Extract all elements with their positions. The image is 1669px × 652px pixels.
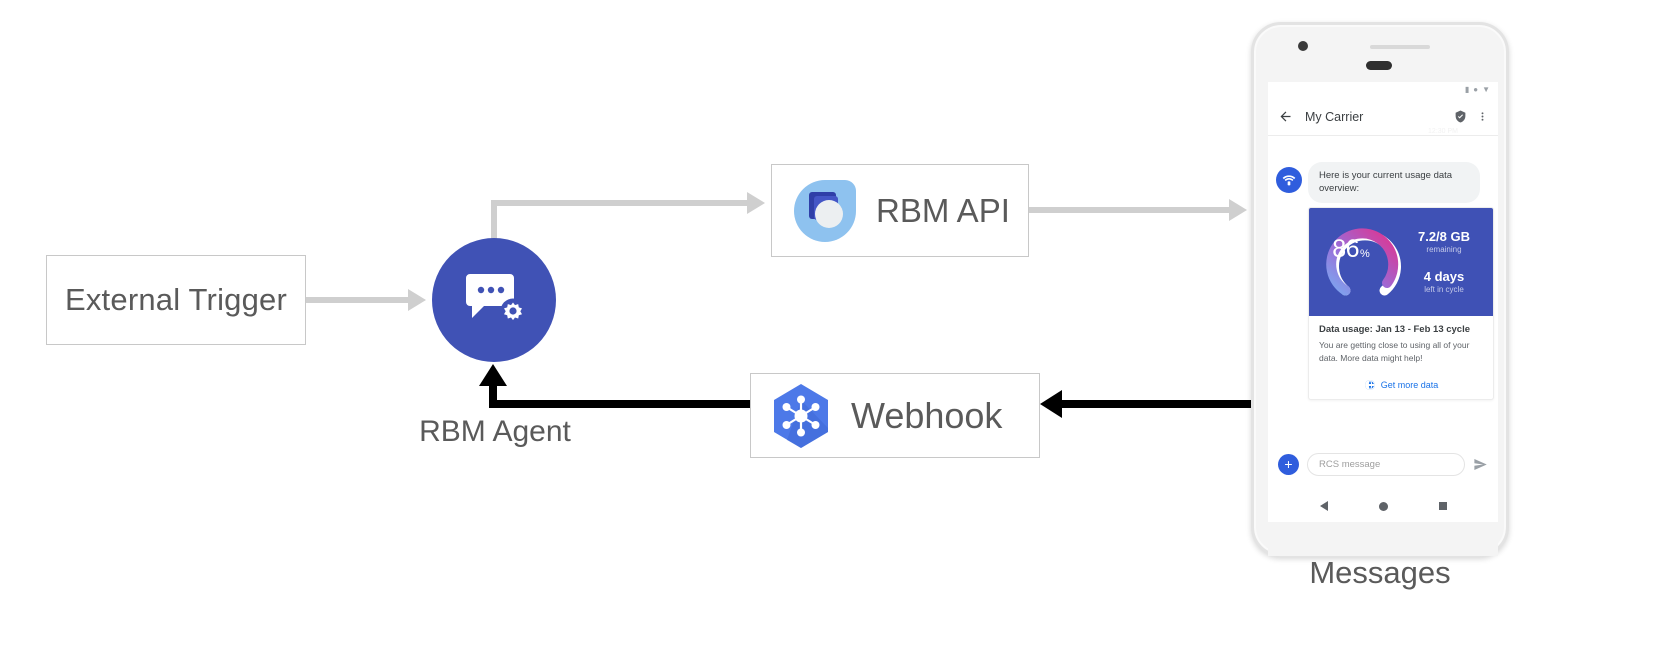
card-body: Data usage: Jan 13 - Feb 13 cycle You ar… [1309, 316, 1493, 371]
node-webhook[interactable]: Webhook [750, 373, 1040, 458]
arrowhead-rbm-api-to-phone [1229, 199, 1247, 221]
status-bar: ▮ ● ▼ [1268, 82, 1498, 98]
battery-icon: ▼ [1482, 85, 1490, 94]
stat-data-remaining: 7.2/8 GB remaining [1405, 229, 1483, 255]
app-bar-time: 12:30 PM [1428, 128, 1458, 135]
stat-days-left-value: 4 days [1423, 268, 1465, 284]
front-camera-icon [1298, 41, 1308, 51]
node-rbm-agent[interactable] [432, 238, 556, 362]
incoming-message-bubble: Here is your current usage data overview… [1308, 162, 1480, 203]
rcs-message-input[interactable]: RCS message [1307, 452, 1465, 476]
app-bar-title: My Carrier [1305, 109, 1364, 124]
wifi-icon: ● [1473, 85, 1479, 94]
rbm-api-label: RBM API [876, 191, 1010, 229]
back-arrow-icon[interactable] [1278, 109, 1293, 124]
nav-back-icon[interactable] [1319, 501, 1328, 511]
nav-recents-icon[interactable] [1438, 502, 1447, 510]
rbm-agent-label: RBM Agent [419, 415, 571, 448]
rbm-api-logo-icon [794, 179, 856, 242]
android-nav-bar [1268, 490, 1498, 522]
message-row: Here is your current usage data overview… [1276, 162, 1488, 203]
app-bar: My Carrier 12:30 PM [1268, 98, 1498, 136]
stat-data-remaining-value: 7.2/8 GB [1417, 228, 1471, 244]
connector-webhook-to-agent-vertical [489, 385, 497, 408]
hero-stats: 7.2/8 GB remaining 4 days left in cycle [1405, 208, 1483, 316]
card-description: You are getting close to using all of yo… [1319, 339, 1470, 363]
message-composer: + RCS message [1268, 444, 1498, 484]
speaker-grill [1370, 45, 1430, 49]
chat-gear-icon [466, 274, 526, 324]
connector-webhook-to-agent-horizontal [492, 400, 750, 408]
node-rbm-api[interactable]: RBM API [771, 164, 1029, 257]
external-trigger-label: External Trigger [64, 282, 288, 317]
phone-mockup: ▮ ● ▼ My Carrier [1251, 22, 1509, 557]
globe-icon [1364, 380, 1375, 391]
plus-icon[interactable]: + [1278, 453, 1299, 475]
arrowhead-agent-to-rbm-api [747, 192, 765, 214]
card-title: Data usage: Jan 13 - Feb 13 cycle [1319, 323, 1471, 335]
gauge-percent-symbol: % [1360, 247, 1370, 260]
rich-card[interactable]: 86 % 7.2/8 GB remaining 4 days left in c… [1308, 206, 1494, 401]
phone-screen: ▮ ● ▼ My Carrier [1268, 82, 1498, 522]
get-more-data-label: Get more data [1380, 380, 1439, 391]
connector-rbm-api-to-phone [1029, 207, 1229, 213]
card-hero: 86 % 7.2/8 GB remaining 4 days left in c… [1309, 207, 1493, 316]
conversation-area: Here is your current usage data overview… [1268, 136, 1498, 468]
gauge-percent: 86 % [1309, 208, 1393, 292]
rcs-message-placeholder: RCS message [1319, 458, 1381, 470]
nav-home-icon[interactable] [1378, 501, 1388, 511]
arrowhead-webhook-to-agent [479, 364, 507, 386]
signal-icon: ▮ [1464, 85, 1470, 94]
send-icon[interactable] [1473, 457, 1488, 472]
verified-shield-icon[interactable] [1454, 110, 1467, 123]
carrier-wifi-avatar-icon [1276, 167, 1302, 193]
gauge-percent-value: 86 [1332, 235, 1360, 264]
arrowhead-trigger-to-agent [408, 289, 426, 311]
more-vert-icon[interactable] [1477, 110, 1488, 123]
webhook-hexagon-icon [774, 383, 828, 448]
connector-agent-vertical [491, 200, 497, 262]
node-external-trigger[interactable]: External Trigger [46, 255, 306, 345]
stat-data-remaining-caption: remaining [1426, 244, 1462, 254]
connector-trigger-to-agent [306, 297, 408, 303]
webhook-label: Webhook [851, 394, 1003, 436]
stat-days-left-caption: left in cycle [1424, 284, 1464, 294]
earpiece [1366, 61, 1392, 70]
phone-chin [1268, 522, 1498, 556]
connector-phone-to-webhook [1062, 400, 1260, 408]
get-more-data-button[interactable]: Get more data [1309, 370, 1493, 399]
stat-days-left: 4 days left in cycle [1405, 269, 1483, 295]
data-usage-gauge [1323, 220, 1407, 304]
arrowhead-phone-to-webhook [1040, 390, 1062, 418]
connector-agent-to-rbm-api [491, 200, 747, 206]
messages-label: Messages [1309, 555, 1451, 590]
